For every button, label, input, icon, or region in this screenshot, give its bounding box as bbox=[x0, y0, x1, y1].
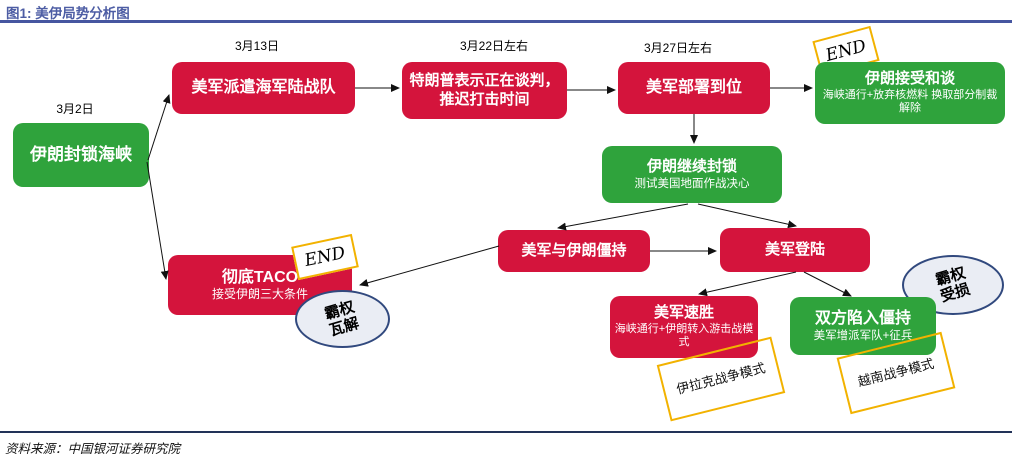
node-trump-talks: 特朗普表示正在谈判，推迟打击时间 bbox=[402, 62, 567, 119]
node-title: 双方陷入僵持 bbox=[814, 310, 911, 328]
node-title: 彻底TACO bbox=[221, 268, 299, 286]
arrow-landing-to-quickwin bbox=[698, 271, 797, 297]
node-title: 特朗普表示正在谈判，推迟打击时间 bbox=[409, 72, 560, 108]
node-us-deployed: 美军部署到位 bbox=[618, 62, 770, 114]
arrow-continues-to-landing bbox=[697, 203, 797, 229]
node-us-landing: 美军登陆 bbox=[720, 228, 870, 272]
figure-title: 图1: 美伊局势分析图 bbox=[6, 6, 130, 21]
node-title: 伊朗封锁海峡 bbox=[30, 144, 132, 164]
hegemony-collapse-ellipse: 霸权瓦解 bbox=[295, 290, 390, 348]
header-rule bbox=[0, 20, 1012, 23]
node-subtitle: 测试美国地面作战决心 bbox=[634, 177, 750, 190]
arrow-blockade-to-marines bbox=[147, 94, 171, 161]
node-iran-accepts-talks: 伊朗接受和谈 海峡通行+放弃核燃料 换取部分制裁解除 bbox=[815, 62, 1005, 124]
arrow-continues-to-standoff bbox=[557, 203, 689, 231]
hegemony-damaged-text: 霸权受损 bbox=[933, 264, 973, 306]
node-title: 美军登陆 bbox=[764, 240, 825, 258]
source-note: 资料来源：中国银河证券研究院 bbox=[5, 442, 181, 456]
node-subtitle: 接受伊朗三大条件 bbox=[211, 287, 308, 302]
node-us-quick-win: 美军速胜 海峡通行+伊朗转入游击战模式 bbox=[610, 296, 758, 358]
footer-rule bbox=[0, 431, 1012, 433]
node-subtitle: 海峡通行+放弃核燃料 换取部分制裁解除 bbox=[822, 88, 998, 115]
node-title: 伊朗接受和谈 bbox=[864, 70, 955, 88]
date-blockade: 3月2日 bbox=[56, 102, 94, 116]
node-us-marines: 美军派遣海军陆战队 bbox=[172, 62, 355, 114]
node-title: 美军与伊朗僵持 bbox=[521, 241, 627, 259]
node-title: 美军派遣海军陆战队 bbox=[191, 79, 336, 97]
node-mutual-deadlock: 双方陷入僵持 美军增派军队+征兵 bbox=[790, 297, 936, 355]
node-subtitle: 海峡通行+伊朗转入游击战模式 bbox=[614, 322, 754, 349]
arrow-blockade-to-taco bbox=[146, 161, 169, 280]
node-iran-blockade: 伊朗封锁海峡 bbox=[13, 123, 149, 187]
date-trump: 3月22日左右 bbox=[459, 39, 529, 53]
node-subtitle: 美军增派军队+征兵 bbox=[813, 329, 913, 342]
node-title: 美军部署到位 bbox=[645, 79, 742, 97]
arrow-landing-to-deadlock bbox=[803, 271, 852, 297]
hegemony-collapse-text: 霸权瓦解 bbox=[323, 298, 362, 340]
node-us-iran-standoff: 美军与伊朗僵持 bbox=[498, 230, 650, 272]
date-deployed: 3月27日左右 bbox=[643, 41, 713, 55]
node-title: 伊朗继续封锁 bbox=[646, 158, 737, 176]
node-title: 美军速胜 bbox=[653, 304, 714, 322]
date-marines: 3月13日 bbox=[234, 39, 280, 53]
node-iran-continues-blockade: 伊朗继续封锁 测试美国地面作战决心 bbox=[602, 146, 782, 203]
arrow-standoff-to-taco bbox=[359, 245, 500, 287]
